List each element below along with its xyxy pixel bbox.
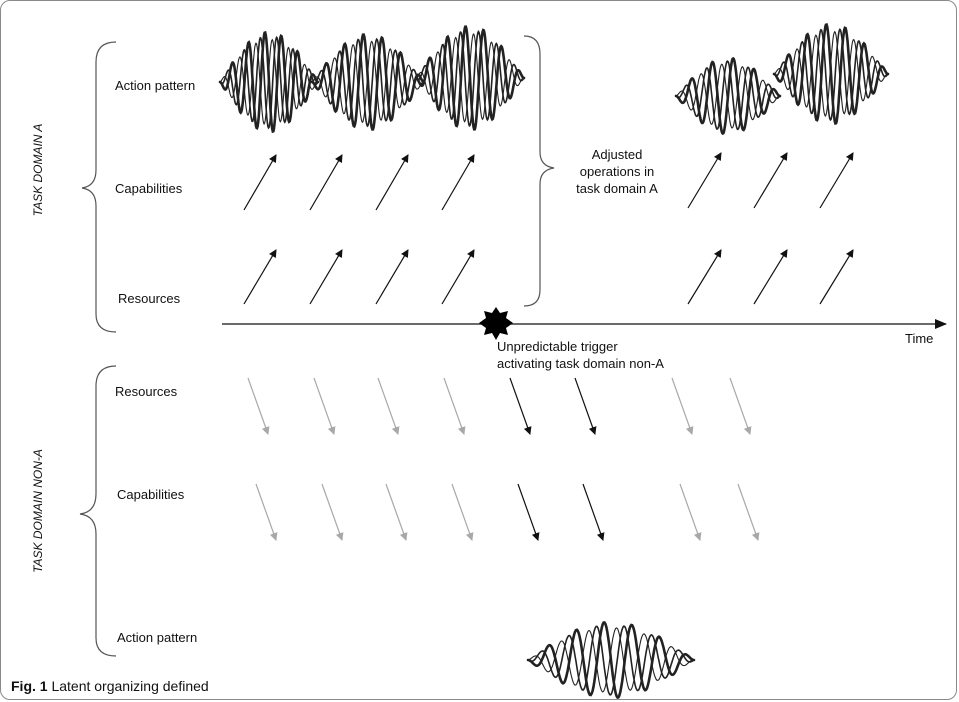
capability-arrow-non-a-6	[582, 483, 605, 541]
capability-arrow-adjusted-3	[819, 152, 854, 209]
wave-a-2-strand-1	[310, 33, 426, 131]
adjusted-note-line-2: operations in	[579, 164, 655, 179]
brace-left-domain-non-a	[79, 365, 117, 657]
wave-a-3-strand-1	[414, 25, 526, 131]
wave-a-3-strand-3	[415, 32, 525, 123]
trigger-note-line-1: Unpredictable trigger	[497, 339, 618, 354]
capability-arrow-non-a-8	[737, 483, 760, 541]
capability-arrow-adjusted-2	[753, 152, 788, 209]
trigger-star-icon	[479, 307, 513, 340]
resource-arrow-adjusted-1	[687, 249, 722, 305]
wave-a-2-strand-2	[311, 37, 425, 128]
wave-a-1-strand-1	[218, 30, 320, 134]
wave-adjusted-2-strand-1	[772, 22, 890, 126]
time-axis-label: Time	[905, 331, 934, 346]
resource-arrow-non-a-1	[247, 377, 270, 435]
resource-arrow-a-2	[309, 249, 343, 305]
adjusted-note-line-3: task domain A	[576, 181, 658, 196]
wave-a-2-strand-3	[311, 40, 425, 124]
resource-arrow-non-a-3	[377, 377, 400, 435]
arrows-layer	[243, 152, 854, 541]
capability-arrow-non-a-3	[385, 483, 408, 541]
label-nona-resources: Resources	[115, 384, 178, 399]
resource-arrow-a-3	[375, 249, 409, 305]
resource-arrow-a-1	[243, 249, 277, 305]
wave-adjusted-1-strand-3	[675, 63, 781, 129]
capability-arrow-a-3	[375, 154, 409, 211]
resource-arrow-non-a-6	[574, 377, 597, 435]
resource-arrow-a-4	[441, 249, 475, 305]
capability-arrow-a-1	[243, 154, 277, 211]
wave-adjusted-2-strand-3	[773, 30, 889, 118]
resource-arrow-non-a-7	[671, 377, 694, 435]
figure-caption: Fig. 1 Latent organizing defined	[11, 678, 209, 694]
resource-arrow-non-a-2	[313, 377, 336, 435]
capability-arrow-non-a-1	[255, 483, 278, 541]
capability-arrow-non-a-7	[679, 483, 702, 541]
wave-non-a-strand-1	[526, 621, 696, 699]
capability-arrow-adjusted-1	[687, 152, 722, 209]
label-nona-action-pattern: Action pattern	[117, 630, 198, 645]
label-a-capabilities: Capabilities	[115, 181, 183, 196]
caption-text: Latent organizing defined	[51, 678, 209, 694]
brace-right-adjusted	[523, 35, 555, 307]
action-pattern-waves	[218, 22, 890, 699]
wave-adjusted-2-strand-2	[773, 27, 889, 122]
resource-arrow-adjusted-3	[819, 249, 854, 305]
wave-non-a-strand-2	[527, 625, 695, 696]
label-nona-capabilities: Capabilities	[117, 487, 185, 502]
resource-arrow-non-a-8	[729, 377, 752, 435]
resource-arrow-adjusted-2	[753, 249, 788, 305]
trigger-note-line-2: activating task domain non-A	[497, 356, 664, 371]
wave-a-1-strand-2	[219, 35, 319, 130]
capability-arrow-non-a-2	[321, 483, 344, 541]
wave-adjusted-1-strand-1	[674, 56, 782, 136]
capability-arrow-a-4	[441, 154, 475, 211]
label-a-resources: Resources	[118, 291, 181, 306]
wave-a-1-strand-3	[219, 38, 319, 126]
trigger-note: Unpredictable trigger activating task do…	[497, 338, 664, 372]
resource-arrow-non-a-4	[443, 377, 466, 435]
capability-arrow-non-a-4	[451, 483, 474, 541]
brace-left-domain-a	[81, 41, 117, 333]
caption-prefix: Fig. 1	[11, 678, 48, 694]
resource-arrow-non-a-5	[509, 377, 532, 435]
capability-arrow-non-a-5	[517, 483, 540, 541]
label-a-action-pattern: Action pattern	[115, 78, 196, 93]
capability-arrow-a-2	[309, 154, 343, 211]
adjusted-operations-note: Adjusted operations in task domain A	[562, 146, 672, 197]
wave-non-a-strand-3	[527, 627, 695, 693]
wave-a-3-strand-2	[415, 30, 525, 128]
adjusted-note-line-1: Adjusted	[591, 147, 643, 162]
